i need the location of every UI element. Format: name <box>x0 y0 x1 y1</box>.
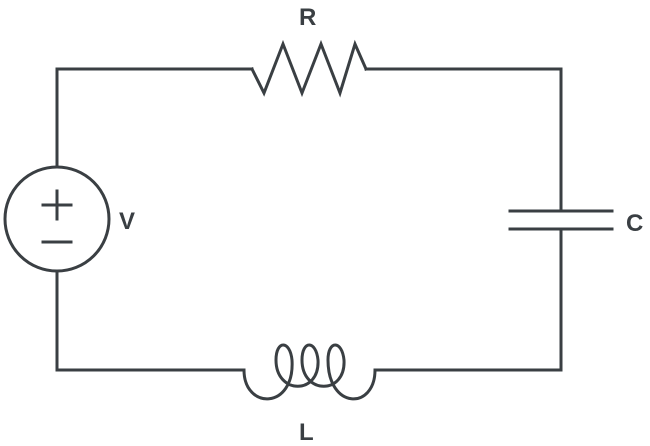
resistor-label: R <box>299 4 317 31</box>
wire-top-right <box>364 67 563 212</box>
inductor-label: L <box>299 419 314 446</box>
voltage-source-label: V <box>119 208 136 235</box>
capacitor-label: C <box>626 210 644 237</box>
wires <box>55 67 563 372</box>
resistor-icon <box>249 39 368 98</box>
inductor-icon <box>242 343 377 401</box>
wire-bottom-left <box>55 269 246 372</box>
voltage-source-icon <box>3 165 111 273</box>
wire-right-bottom <box>373 228 563 372</box>
capacitor-icon <box>508 209 614 231</box>
wire-left-top <box>55 67 254 168</box>
